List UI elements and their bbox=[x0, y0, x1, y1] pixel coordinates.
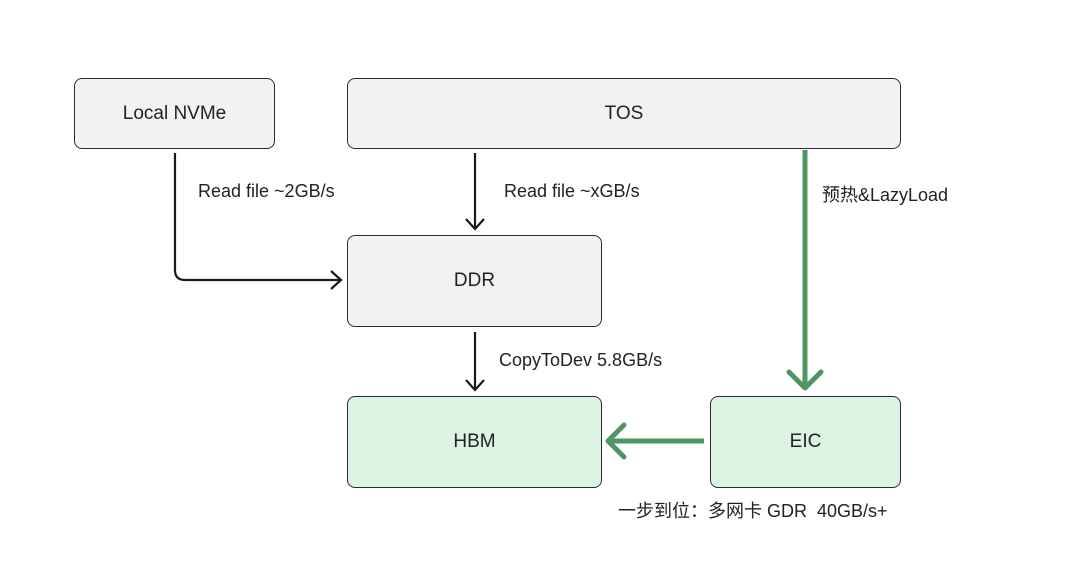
edge-label-tos-to-ddr: Read file ~xGB/s bbox=[504, 181, 640, 201]
edge-tos-to-eic bbox=[786, 150, 824, 391]
edge-label-tos-to-eic: 预热&LazyLoad bbox=[822, 185, 949, 205]
node-eic: EIC bbox=[710, 396, 901, 488]
edge-tos-to-ddr bbox=[465, 153, 485, 231]
node-ddr: DDR bbox=[347, 235, 602, 327]
node-tos-label: TOS bbox=[604, 102, 644, 124]
node-tos: TOS bbox=[347, 78, 901, 149]
node-hbm-label: HBM bbox=[453, 431, 496, 452]
node-eic-label: EIC bbox=[789, 431, 822, 452]
edge-ddr-to-hbm bbox=[465, 332, 485, 392]
node-ddr-label: DDR bbox=[453, 270, 496, 291]
edge-label-ddr-to-hbm: CopyToDev 5.8GB/s bbox=[499, 350, 663, 370]
edge-eic-to-hbm bbox=[605, 422, 704, 460]
node-hbm: HBM bbox=[347, 396, 602, 488]
edge-nvme-to-ddr bbox=[173, 153, 343, 290]
node-local-nvme-label: Local NVMe bbox=[122, 102, 227, 124]
node-local-nvme: Local NVMe bbox=[74, 78, 275, 149]
edge-label-nvme-to-ddr: Read file ~2GB/s bbox=[198, 181, 335, 201]
edge-label-eic-to-hbm: 一步到位：多网卡 GDR 40GB/s+ bbox=[618, 501, 888, 521]
